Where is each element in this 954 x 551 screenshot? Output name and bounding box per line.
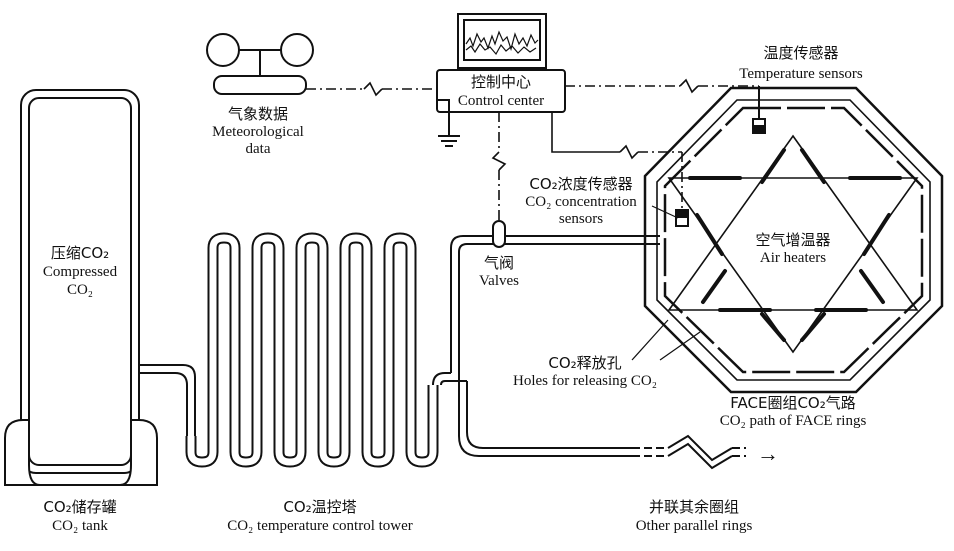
tower-label-en: CO₂ temperature control tower [227,518,413,534]
compressed-co2-label-en-2: CO₂ [67,282,93,298]
co2-concentration-sensor [675,209,689,227]
temperature-sensor [752,86,766,134]
face-path-label-cn: FACE圈组CO₂气路 [730,394,856,412]
air-heater-bars [688,148,902,342]
compressed-co2-label-cn: 压缩CO₂ [51,244,109,262]
main-supply-pipe [432,235,660,457]
meteorological-label-en: Meteorological [212,124,304,140]
control-center-box [436,69,566,113]
compressed-co2-label-en: Compressed [43,264,118,280]
temperature-sensors-label-cn: 温度传感器 [763,44,838,62]
other-rings-arrow: → [757,441,779,466]
other-rings-label-cn: 并联其余圈组 [649,498,739,516]
tank-label-en: CO₂ tank [52,518,108,534]
valve [492,220,506,248]
air-heaters-label-cn: 空气增温器 [755,231,830,249]
monitor-icon [457,13,547,69]
co2-sensors-label-en-2: sensors [559,211,603,227]
signal-lines [306,78,759,221]
leader-lines [631,205,701,361]
meteorological-label-cn: 气象数据 [228,105,288,123]
air-heaters-label-en: Air heaters [760,250,826,266]
co2-sensors-label-en: CO₂ concentration [525,194,637,210]
temperature-sensors-label-en: Temperature sensors [739,66,863,82]
co2-sensors-label-cn: CO₂浓度传感器 [529,175,632,193]
valves-label-en: Valves [479,273,519,289]
holes-label-en: Holes for releasing CO₂ [513,373,657,389]
valves-label-cn: 气阀 [484,254,514,272]
tank-to-tower-pipe [139,364,196,436]
tower-label-cn: CO₂温控塔 [283,498,356,516]
control-center-label-en: Control center [458,93,544,109]
air-heaters-star [667,134,919,354]
meteorological-label-en-2: data [246,141,271,157]
other-rings-pipe-break [644,434,746,470]
tank-label-cn: CO₂储存罐 [43,498,116,516]
ground-icon [437,99,460,147]
anemometer-icon [206,33,314,95]
co2-tank [4,89,158,486]
control-center-label-cn: 控制中心 [471,73,531,91]
other-rings-label-en: Other parallel rings [636,518,753,534]
holes-label-cn: CO₂释放孔 [548,354,621,372]
face-path-label-en: CO₂ path of FACE rings [720,413,867,429]
face-ring [643,86,944,394]
temperature-control-tower [185,232,439,468]
